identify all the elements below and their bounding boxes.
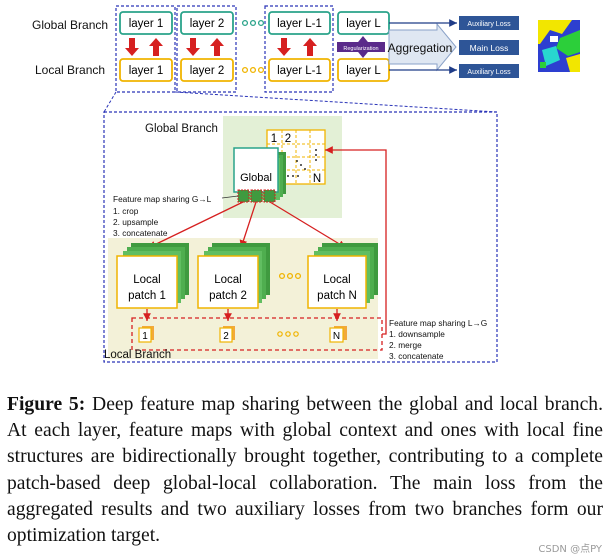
caption-text: Deep feature map sharing between the glo…: [7, 394, 603, 547]
g2l-pointer: [221, 195, 239, 199]
local-patch-2-stack: [197, 243, 270, 309]
aggregation-arrow: [388, 22, 457, 72]
local-patch-1-stack: [116, 243, 189, 309]
aux-loss-top-box: [459, 16, 519, 30]
l2g-step1: 1. downsample: [389, 329, 445, 339]
local-patch-n-stack: [307, 243, 378, 309]
local-layerL1-text: layer L-1: [277, 65, 322, 77]
local-layer2-text: layer 2: [190, 65, 225, 77]
ellipsis-dots-top: [241, 19, 265, 74]
global-layerL1-box: [268, 11, 331, 35]
local-layer1-text: layer 1: [129, 65, 164, 77]
local-layerL-text: layer L: [346, 65, 381, 77]
caption-label: Figure 5:: [7, 394, 86, 415]
global-layer2-box: [180, 11, 234, 35]
local-layer2-box: [180, 58, 234, 82]
l2g-return-arrow: [325, 146, 387, 335]
small-tab-2-label: 2: [223, 331, 229, 342]
grid-label-2: 2: [285, 133, 291, 145]
patchN-line1: Local: [323, 274, 351, 286]
small-tab-n-label: N: [333, 331, 340, 342]
global-branch-label: Global Branch: [32, 18, 108, 32]
zoom-line-right: [174, 91, 498, 113]
grid-label-1: 1: [271, 133, 277, 145]
g2l-arrow-1: [147, 201, 244, 249]
small-tab-n: [329, 326, 347, 343]
global-layerL-text: layer L: [346, 18, 381, 30]
aux-loss-top-text: Auxiliary Loss: [467, 21, 511, 28]
main-loss-text: Main Loss: [470, 43, 509, 53]
exchange-arrows: [125, 38, 317, 56]
local-layerL1-box: [268, 58, 331, 82]
small-tab-1-label: 1: [142, 331, 148, 342]
global-layer1-text: layer 1: [129, 18, 164, 30]
local-branch-label: Local Branch: [35, 63, 105, 77]
patch1-line2: patch 1: [128, 290, 166, 302]
g2l-step2: 2. upsample: [113, 217, 159, 227]
g2l-step3: 3. concatenate: [113, 228, 168, 238]
segmentation-map-image: [538, 20, 580, 72]
ellipsis-dots-patches: [277, 272, 302, 337]
detail-panel: [103, 111, 498, 363]
patchN-line2: patch N: [317, 290, 357, 302]
g2l-title: Feature map sharing G→L: [113, 194, 212, 204]
zoom-line-left: [103, 91, 117, 113]
g2l-step1: 1. crop: [113, 206, 139, 216]
g2l-arrow-3: [269, 201, 347, 249]
grid-label-n: N: [313, 173, 321, 185]
figure-caption: Figure 5: Deep feature map sharing betwe…: [7, 392, 603, 549]
local-layer1-box: [119, 58, 173, 82]
patch2-line1: Local: [214, 274, 242, 286]
aux-loss-bottom-box: [459, 64, 519, 78]
regularization-box: [337, 42, 385, 52]
patch1-line1: Local: [133, 274, 161, 286]
small-tab-1: [138, 326, 154, 343]
regularization-text: Regularization: [343, 46, 378, 52]
layer1-group: [115, 5, 176, 93]
main-loss-box: [459, 40, 519, 55]
global-layer2-text: layer 2: [190, 18, 225, 30]
detail-global-branch-label: Global Branch: [145, 123, 218, 135]
l2g-step3: 3. concatenate: [389, 351, 444, 361]
l2g-step2: 2. merge: [389, 340, 422, 350]
layerL1-group: [264, 5, 334, 93]
global-layerL1-text: layer L-1: [277, 18, 322, 30]
g2l-arrow-2: [239, 201, 257, 249]
small-tab-2: [219, 326, 235, 343]
layer2-group: [176, 5, 237, 93]
detail-local-branch-label: Local Branch: [104, 349, 171, 361]
watermark: CSDN @点PY: [538, 544, 602, 555]
global-feature-label: Global: [240, 172, 272, 184]
figure: Global Branch Local Branch layer 1 layer…: [32, 5, 580, 363]
global-layer1-box: [119, 11, 173, 35]
patch2-line2: patch 2: [209, 290, 247, 302]
aggregation-text: Aggregation: [388, 41, 453, 55]
l2g-title: Feature map sharing L→G: [389, 318, 487, 328]
global-cropped-tabs: [237, 189, 276, 203]
aux-loss-bottom-text: Auxiliary Loss: [467, 69, 511, 76]
